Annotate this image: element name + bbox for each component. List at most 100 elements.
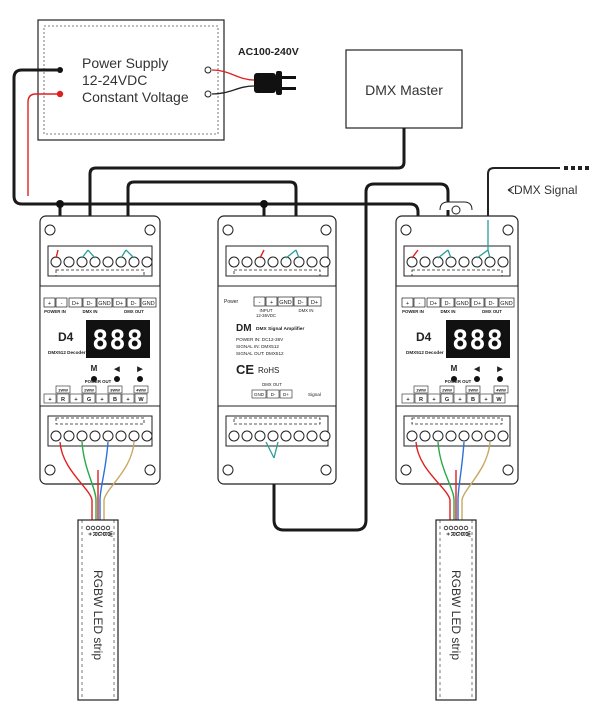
- dec1-ch-label: 2WW: [84, 388, 94, 393]
- dec2-right-button[interactable]: [497, 376, 503, 382]
- dec1-term-label: GND: [142, 301, 154, 307]
- strip2-pin: R: [449, 532, 455, 537]
- dec2-term-label: D-: [445, 301, 451, 307]
- amp-model: DM: [236, 323, 252, 334]
- power-supply-mode: Constant Voltage: [82, 89, 189, 105]
- dec2-out-term: +: [406, 397, 410, 403]
- wire-junctions: [56, 200, 268, 208]
- amp-out-term: GND: [254, 392, 265, 397]
- strip2-pin: W: [464, 531, 470, 537]
- dmx-signal-amplifier: Power - + GND D- D+ INPUT 12-36VDC DMX I…: [217, 215, 337, 485]
- dec2-mode-button[interactable]: [451, 376, 457, 382]
- dec2-display-digits: 888: [452, 325, 504, 356]
- dec2-term-label: D-: [489, 301, 495, 307]
- dec1-left-button[interactable]: [114, 376, 120, 382]
- amp-term-label: D-: [298, 300, 304, 306]
- ps-ac-terminal-n: [204, 90, 212, 98]
- dec2-name: DMX512 Decoder: [406, 350, 444, 355]
- dec1-dmx-in-label: DMX IN: [82, 309, 97, 314]
- dec1-out-term: B: [113, 397, 117, 403]
- dec1-term-label: +: [48, 301, 51, 307]
- power-supply-inner-border: [43, 25, 219, 135]
- rgbw-led-strip-1: + R G B W RGBW LED strip: [77, 519, 119, 701]
- dmx-decoder-2: + - D+ D- GND D+ D- GND POWER IN DMX IN …: [395, 201, 519, 485]
- dec2-out-term: W: [496, 397, 502, 403]
- rohs-label: RoHS: [258, 366, 279, 375]
- dec2-out-term: B: [471, 397, 475, 403]
- arrow-left-icon: [507, 185, 515, 195]
- dec1-out-term: +: [48, 397, 52, 403]
- dec2-left-label: ◀: [473, 366, 480, 373]
- dec2-term-label: +: [406, 301, 409, 307]
- amp-dmx-out-label: DMX OUT: [262, 382, 282, 387]
- dec1-ch-label: 1WW: [58, 388, 68, 393]
- dec1-name: DMX512 Decoder: [48, 350, 86, 355]
- strip1-label: RGBW LED strip: [91, 570, 105, 660]
- dec1-out-term: W: [138, 397, 144, 403]
- dec2-dmx-out-label: DMX OUT: [482, 309, 502, 314]
- ac-plug: AC100-240V: [211, 46, 299, 95]
- power-supply-voltage: 12-24VDC: [82, 72, 147, 88]
- dec1-out-term: +: [74, 397, 78, 403]
- dec1-display: [86, 320, 150, 358]
- dec2-out-term: +: [484, 397, 488, 403]
- dec1-mode-button[interactable]: [91, 376, 97, 382]
- power-supply-title: Power Supply: [82, 55, 168, 71]
- dec1-out-term: R: [61, 397, 65, 403]
- dec2-power-in-label: POWER IN: [402, 309, 424, 314]
- power-positive-wires: [27, 93, 60, 196]
- dec2-ch-label: 4WW: [496, 388, 506, 393]
- dec1-display-digits: 888: [92, 325, 144, 356]
- amp-term-label: +: [270, 300, 273, 306]
- ac-voltage-label: AC100-240V: [238, 46, 299, 58]
- amp-name: DMX Signal Amplifier: [256, 326, 304, 332]
- ps-ac-terminal-l: [204, 66, 212, 74]
- amp-spec-signal-in: SIGNAL IN: DMX512: [236, 344, 279, 349]
- power-supply: Power Supply 12-24VDC Constant Voltage: [37, 19, 225, 141]
- dec1-dmx-out-label: DMX OUT: [124, 309, 144, 314]
- dec2-right-label: ▶: [496, 366, 503, 373]
- amp-term-label: -: [259, 300, 261, 306]
- dec1-ch-label: 3WW: [110, 388, 120, 393]
- strip1-pin: W: [106, 531, 112, 537]
- rgbw-led-strip-2: + R G B W RGBW LED strip: [435, 519, 477, 701]
- amp-input-voltage: 12-36VDC: [256, 313, 276, 318]
- dec1-term-label: -: [61, 301, 63, 307]
- amp-term-label: D+: [311, 300, 318, 306]
- amp-spec-signal-out: SIGNAL OUT: DMX512: [236, 351, 284, 356]
- dec1-term-label: D+: [72, 301, 79, 307]
- dec1-power-out-label: POWER OUT: [85, 379, 112, 384]
- dec1-out-term: +: [100, 397, 104, 403]
- dmx-decoder-1: + - D+ D- GND D+ D- GND POWER IN DMX IN …: [39, 215, 161, 485]
- dec2-term-label: D+: [430, 301, 437, 307]
- dec2-dmx-in-label: DMX IN: [440, 309, 455, 314]
- dec1-term-label: D+: [116, 301, 123, 307]
- power-supply-outer-box: [37, 19, 225, 141]
- dec1-right-label: ▶: [136, 366, 143, 373]
- dec2-term-label: GND: [500, 301, 512, 307]
- strip2-pin: +: [444, 532, 450, 536]
- dec1-right-button[interactable]: [137, 376, 143, 382]
- plug-body-icon: [254, 73, 276, 93]
- dec1-term-label: D-: [87, 301, 93, 307]
- dec2-out-term: +: [458, 397, 462, 403]
- dec1-term-label: D-: [131, 301, 137, 307]
- amp-out-term: D-: [271, 392, 276, 397]
- amp-spec-power: POWER IN: DC12-36V: [236, 337, 284, 342]
- amp-out-term: D+: [283, 392, 289, 397]
- dec2-out-term: G: [445, 397, 449, 403]
- dec2-display: [446, 320, 510, 358]
- dec2-ch-label: 2WW: [442, 388, 452, 393]
- dmx-signal-label: DMX Signal: [514, 183, 577, 197]
- dec2-power-out-label: POWER OUT: [445, 379, 472, 384]
- plug-prong-icon: [282, 76, 296, 79]
- dec1-left-label: ◀: [113, 366, 120, 373]
- dec2-term-label: -: [419, 301, 421, 307]
- amp-signal-label: Signal: [308, 392, 321, 397]
- dmx-signal-output: DMX Signal: [487, 166, 589, 220]
- top-terminal-row: [50, 256, 153, 268]
- dec2-left-button[interactable]: [474, 376, 480, 382]
- dmx-master: DMX Master: [345, 49, 463, 129]
- strip1-pin: G: [96, 532, 102, 537]
